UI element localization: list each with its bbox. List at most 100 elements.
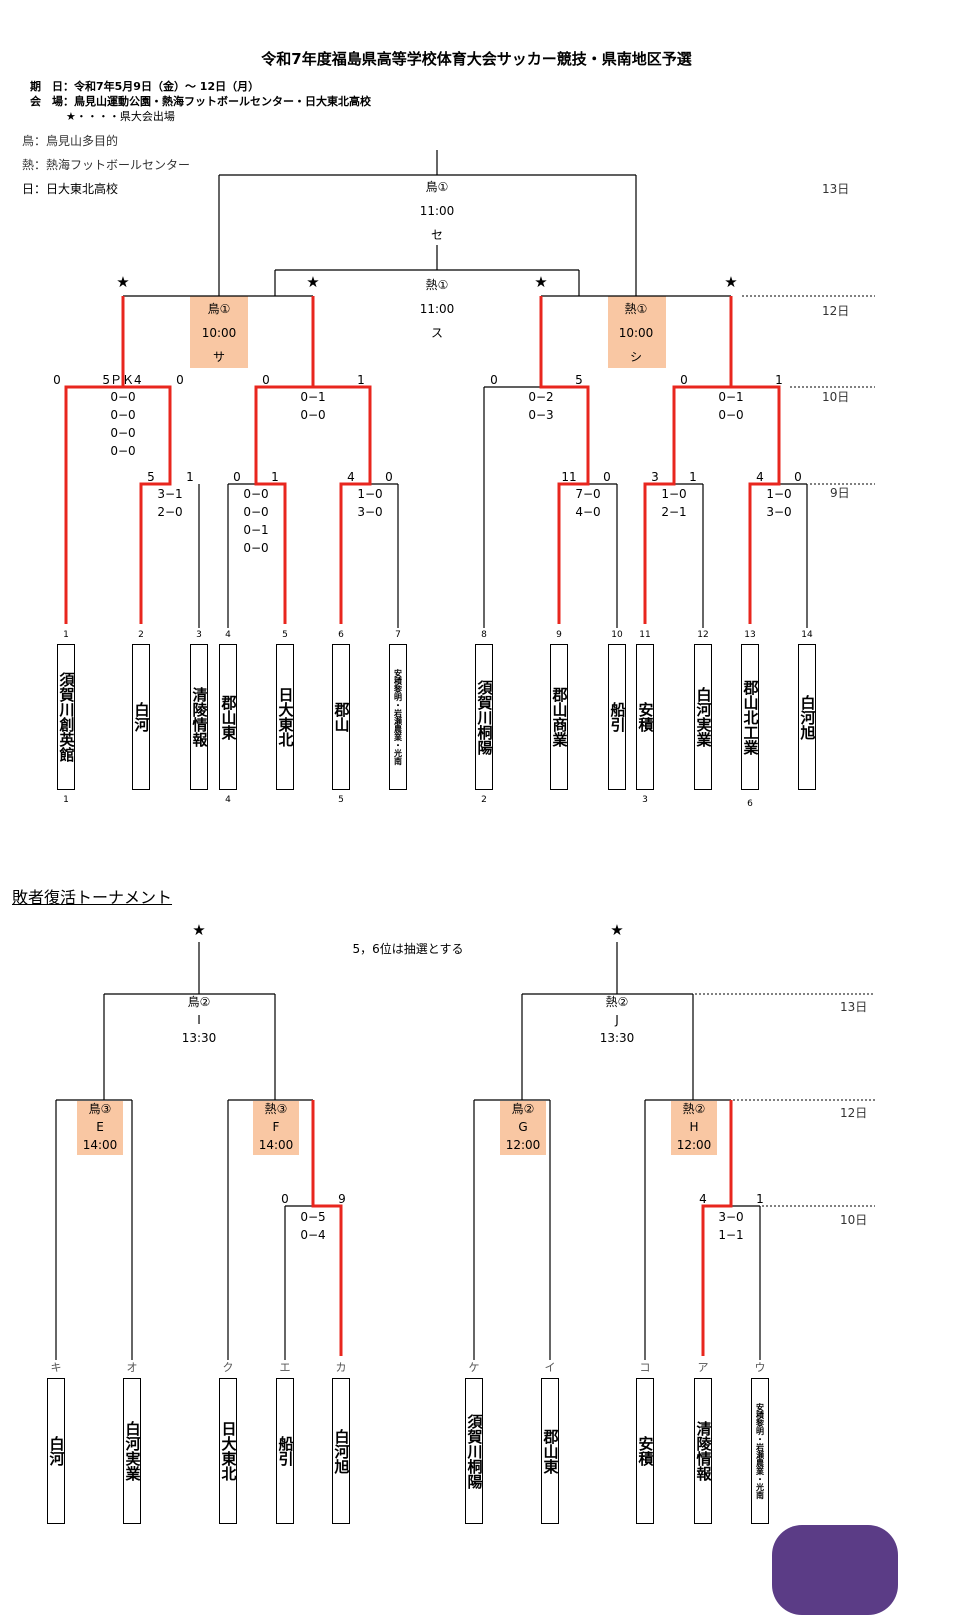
rep-semi-venue: 鳥② — [511, 1102, 535, 1116]
score: 5 — [575, 373, 583, 387]
slot-label: ア — [697, 1361, 709, 1374]
slot-label: カ — [335, 1361, 347, 1374]
team-name: 白河旭 — [798, 694, 817, 740]
score-detail: 0−0 — [718, 408, 744, 422]
rep-final-left-time: 13:30 — [181, 1031, 217, 1045]
team-number: 1 — [63, 630, 69, 640]
score-detail: 0−0 — [110, 444, 136, 458]
team-name: 白河 — [47, 1436, 66, 1466]
score-detail: 3−0 — [357, 505, 383, 519]
seed-number: 6 — [747, 799, 753, 809]
score: 0 — [490, 373, 498, 387]
team-box: 白河 — [132, 644, 151, 790]
score: 1 — [689, 470, 697, 484]
team-name: 白河旭 — [332, 1428, 351, 1474]
score: 0 — [176, 373, 184, 387]
rep-semi-time: 14:00 — [82, 1138, 118, 1152]
team-box: 須賀川桐陽 — [475, 644, 494, 790]
star-icon: ★ — [534, 273, 548, 291]
team-name: 清陵情報 — [694, 1421, 713, 1481]
rep-final-left-venue: 鳥② — [187, 995, 211, 1009]
team-box: 郡山東 — [219, 644, 238, 790]
score: 0 — [794, 470, 802, 484]
team-box: 日大東北 — [276, 644, 295, 790]
score-detail: 7−0 — [575, 487, 601, 501]
team-name: 清陵情報 — [190, 687, 209, 747]
team-name: 郡山北工業 — [741, 679, 760, 755]
score-detail: 0−3 — [528, 408, 554, 422]
slot-label: ウ — [754, 1361, 766, 1374]
main-bracket-black — [123, 150, 808, 628]
team-box: 安積 — [636, 644, 655, 790]
rep-semi-code: G — [518, 1120, 528, 1134]
rep-semi-h-highlight — [671, 1101, 717, 1155]
star-note: ★・・・・県大会出場 — [66, 110, 175, 123]
team-box: 郡山東 — [541, 1378, 560, 1524]
score-detail: 0−0 — [243, 541, 269, 555]
semi-venue: 熱① — [425, 278, 449, 292]
score: 5 — [147, 470, 155, 484]
rep-semi-time: 12:00 — [676, 1138, 712, 1152]
qf-left-time: 10:00 — [201, 326, 237, 340]
day-label-10: 10日 — [822, 390, 850, 404]
team-box: 清陵情報 — [190, 644, 209, 790]
score: 1 — [186, 470, 194, 484]
score-detail: 3−0 — [718, 1210, 744, 1224]
final-code: セ — [430, 228, 444, 242]
team-number: 9 — [556, 630, 562, 640]
floating-action-button[interactable] — [772, 1525, 898, 1615]
main-bracket-winners — [64, 296, 781, 624]
rep-semi-venue: 熱③ — [264, 1102, 288, 1116]
score-detail: 0−4 — [300, 1228, 326, 1242]
repechage-note: 5，6位は抽選とする — [352, 942, 464, 956]
rep-semi-venue: 熱② — [682, 1102, 706, 1116]
legend-nichidai: 日：日大東北高校 — [22, 182, 119, 196]
qf-right-code: シ — [629, 350, 643, 364]
team-name: 日大東北 — [276, 687, 295, 747]
team-number: 10 — [611, 630, 623, 640]
qf-left-code: サ — [212, 350, 226, 364]
score: 4 — [699, 1192, 707, 1206]
team-name: 白河実業 — [123, 1421, 142, 1481]
score-detail: 1−0 — [357, 487, 383, 501]
team-name: 郡山東 — [219, 694, 238, 740]
score-detail: 0−0 — [243, 487, 269, 501]
team-number: 11 — [639, 630, 651, 640]
score: 3 — [651, 470, 659, 484]
team-box: 郡山 — [332, 644, 351, 790]
team-name: 船引 — [276, 1436, 295, 1466]
day-label-9: 9日 — [830, 486, 850, 500]
team-box: 清陵情報 — [694, 1378, 713, 1524]
team-box: 郡山北工業 — [741, 644, 760, 790]
score: 4 — [756, 470, 764, 484]
rep-final-right-venue: 熱② — [605, 995, 629, 1009]
day-label-12: 12日 — [840, 1106, 868, 1120]
team-name: 安積黎明・岩瀬農業・光南 — [393, 669, 403, 765]
team-name: 日大東北 — [219, 1421, 238, 1481]
score: 9 — [338, 1192, 346, 1206]
score: 0 — [680, 373, 688, 387]
seed-number: 2 — [481, 795, 487, 805]
score: 0 — [233, 470, 241, 484]
rep-semi-code: F — [272, 1120, 280, 1134]
venues-info: 会 場：鳥見山運動公園・熱海フットボールセンター・日大東北高校 — [30, 95, 371, 108]
score-detail: 0−1 — [243, 523, 269, 537]
score: 1 — [756, 1192, 764, 1206]
seed-number: 5 — [338, 795, 344, 805]
rep-semi-venue: 鳥③ — [88, 1102, 112, 1116]
team-box: 須賀川創英館 — [57, 644, 76, 790]
team-box: 船引 — [608, 644, 627, 790]
repechage-bracket-winners — [311, 1100, 733, 1356]
score-detail: 0−1 — [300, 390, 326, 404]
repechage-bracket-black — [55, 942, 761, 1360]
semi-code: ス — [430, 326, 444, 340]
slot-label: コ — [639, 1361, 651, 1374]
seed-number: 3 — [642, 795, 648, 805]
score-detail: 0−0 — [110, 426, 136, 440]
score: 1 — [271, 470, 279, 484]
star-icon: ★ — [116, 273, 130, 291]
score-detail: 2−0 — [157, 505, 183, 519]
score-detail: 0−5 — [300, 1210, 326, 1224]
score-detail: 0−2 — [528, 390, 554, 404]
team-name: 安積 — [636, 702, 655, 732]
